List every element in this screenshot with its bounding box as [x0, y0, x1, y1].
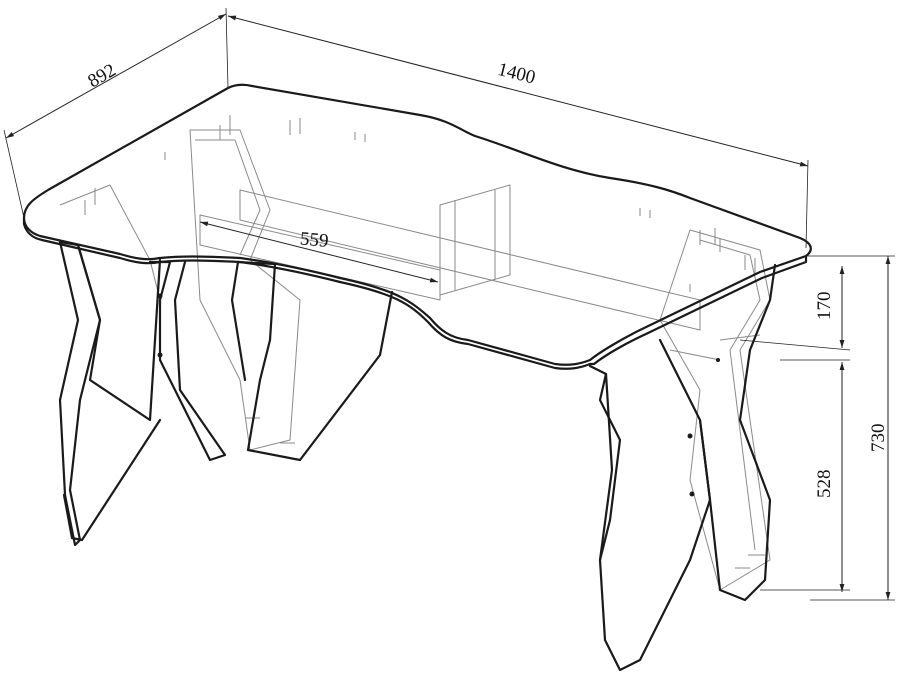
right-side-panel: [698, 263, 777, 602]
dimension-labels: 892 1400 559 170 528 730: [84, 59, 889, 498]
total-height-label: 730: [868, 424, 889, 453]
dimension-lines: [3, 7, 895, 601]
center-left-panel: [236, 260, 394, 462]
left-front-leg: [58, 240, 102, 547]
left-side-panel: [148, 260, 227, 462]
shelf-width-label: 559: [299, 228, 329, 251]
top-to-shelf-label: 170: [814, 292, 835, 321]
shelf-height-label: 528: [814, 470, 835, 499]
depth-label: 892: [84, 60, 119, 92]
width-label: 1400: [496, 59, 538, 89]
hidden-lines: [59, 115, 771, 591]
desk-top: [22, 83, 812, 366]
right-front-leg: [588, 338, 712, 672]
desk-outline: [22, 83, 812, 672]
